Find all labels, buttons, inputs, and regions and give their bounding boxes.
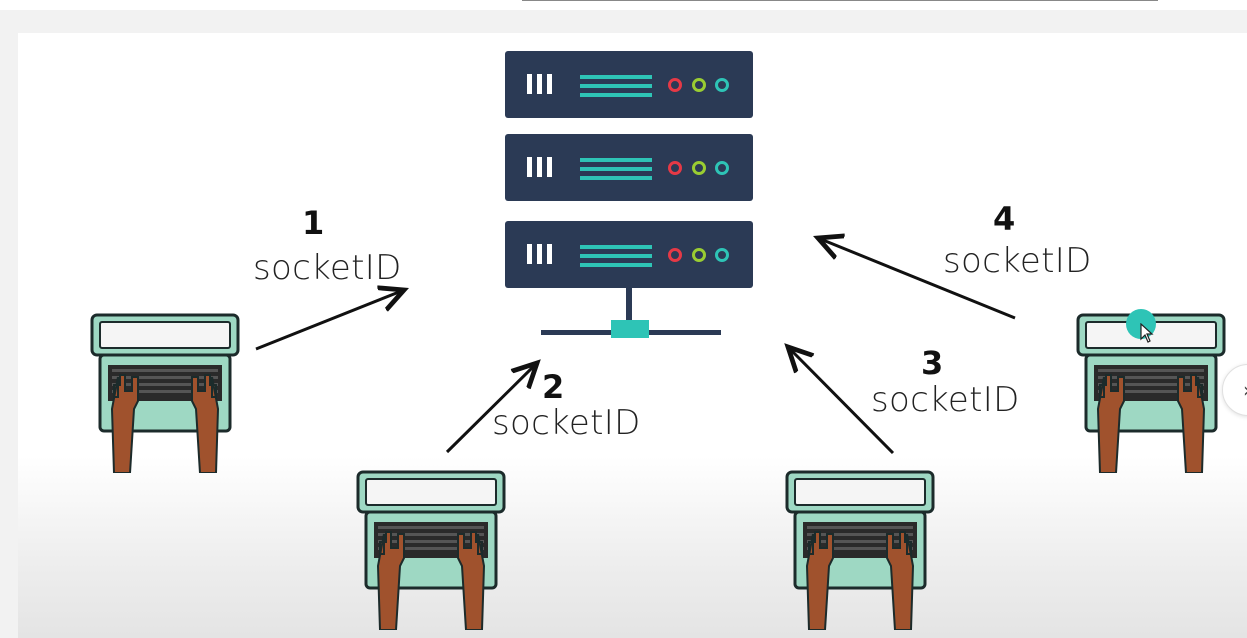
client-2-label: socketID [492,403,641,443]
arrow-3-icon [788,347,895,455]
client-4-number: 4 [993,200,1016,238]
client-3-label: socketID [871,380,1020,420]
arrow-1-icon [255,290,404,351]
arrow-4-icon [818,238,1016,320]
client-1-number: 1 [302,204,325,242]
chevron-right-icon: › [1243,378,1247,402]
client-1-label: socketID [253,248,402,288]
client-4-label: socketID [943,241,1092,281]
server-unit-1 [505,51,753,118]
laptop-1-icon [90,313,240,473]
server-unit-3 [505,221,753,288]
arrow-2-icon [445,363,537,454]
progress-line [522,0,1158,1]
laptop-2-icon [356,470,506,630]
cursor-icon [1140,323,1154,343]
laptop-3-icon [785,470,935,630]
server-unit-2 [505,134,753,201]
top-bar [0,0,1247,10]
server-stand [541,288,721,338]
client-3-number: 3 [921,344,944,382]
client-2-number: 2 [542,368,565,406]
